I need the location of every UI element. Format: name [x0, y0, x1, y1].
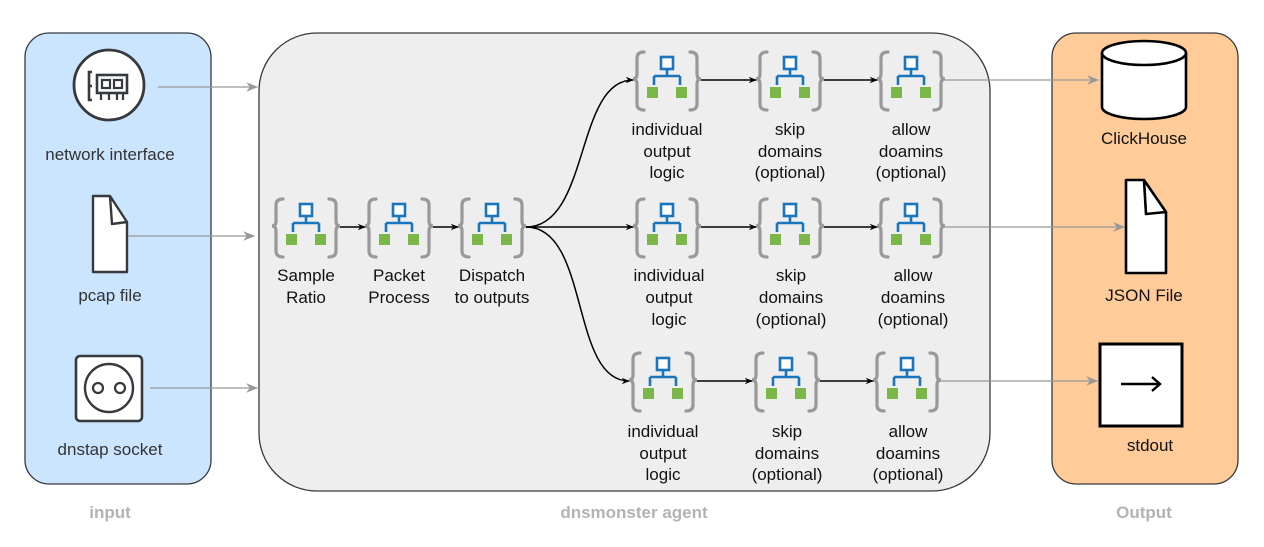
branch-2-logic-label-line-3: logic: [652, 310, 687, 329]
network-interface-label: network interface: [45, 145, 174, 164]
branch-3-logic-label-line-3: logic: [646, 465, 681, 484]
sample-ratio-label-line-1: Sample: [277, 266, 335, 285]
branch-1-logic-label-line-2: output: [643, 142, 691, 161]
network-interface-card-icon: [72, 48, 146, 122]
socket-icon: [74, 354, 144, 423]
dispatch-to-branch-1-arrow: [525, 76, 634, 228]
clickhouse-label: ClickHouse: [1101, 129, 1187, 148]
agent-panel: [258, 32, 991, 492]
json-file-label: JSON File: [1105, 286, 1182, 305]
branch-3-logic-label-line-2: output: [639, 444, 687, 463]
branch-3-allow-label-line-2: doamins: [876, 444, 940, 463]
branch-2-logic-label-line-1: individual: [634, 266, 705, 285]
branch-1-skip-label-line-2: domains: [758, 142, 822, 161]
stdout-label: stdout: [1127, 436, 1174, 455]
branch-3-logic-label-line-1: individual: [628, 422, 699, 441]
branch-1-allow-label-line-2: doamins: [879, 142, 943, 161]
dnstap-socket-label: dnstap socket: [58, 440, 163, 459]
dispatch-to-branch-3-arrow: [525, 226, 630, 385]
packet-process-label-line-1: Packet: [373, 266, 425, 285]
agent-panel-title: dnsmonster agent: [560, 503, 708, 522]
database-icon: [1100, 39, 1188, 121]
branch-1-skip-label-line-1: skip: [775, 120, 805, 139]
branch-2-allow-label-line-3: (optional): [878, 310, 949, 329]
branch-1-logic-label-line-1: individual: [632, 120, 703, 139]
branch-1-allow-label-line-3: (optional): [876, 163, 947, 182]
branch-2-allow-label-line-2: doamins: [881, 288, 945, 307]
sample-ratio-label-line-2: Ratio: [286, 288, 326, 307]
branch-3-skip-label-line-2: domains: [755, 444, 819, 463]
branch-2-skip-label-line-1: skip: [776, 266, 806, 285]
branch-3-skip-label-line-3: (optional): [752, 465, 823, 484]
pcap-document-icon: [91, 194, 129, 274]
pcap-file-label: pcap file: [78, 286, 141, 305]
branch-3-allow-label-line-1: allow: [889, 422, 928, 441]
dispatch-label-line-2: to outputs: [455, 288, 530, 307]
branch-1-allow-label-line-1: allow: [892, 120, 931, 139]
branch-3-allow-label-line-3: (optional): [873, 465, 944, 484]
json-document-icon: [1124, 178, 1168, 275]
branch-2-skip-label-line-2: domains: [759, 288, 823, 307]
branch-2-skip-label-line-3: (optional): [756, 310, 827, 329]
branch-1-logic-label-line-3: logic: [650, 163, 685, 182]
dispatch-label-line-1: Dispatch: [459, 266, 525, 285]
branch-3-skip-label-line-1: skip: [772, 422, 802, 441]
branch-1-skip-label-line-3: (optional): [755, 163, 826, 182]
terminal-arrow-icon: [1098, 342, 1184, 428]
input-panel-title: input: [89, 503, 131, 522]
branch-2-logic-label-line-2: output: [645, 288, 693, 307]
packet-process-label-line-2: Process: [368, 288, 429, 307]
output-panel-title: Output: [1116, 503, 1172, 522]
branch-2-allow-label-line-1: allow: [894, 266, 933, 285]
